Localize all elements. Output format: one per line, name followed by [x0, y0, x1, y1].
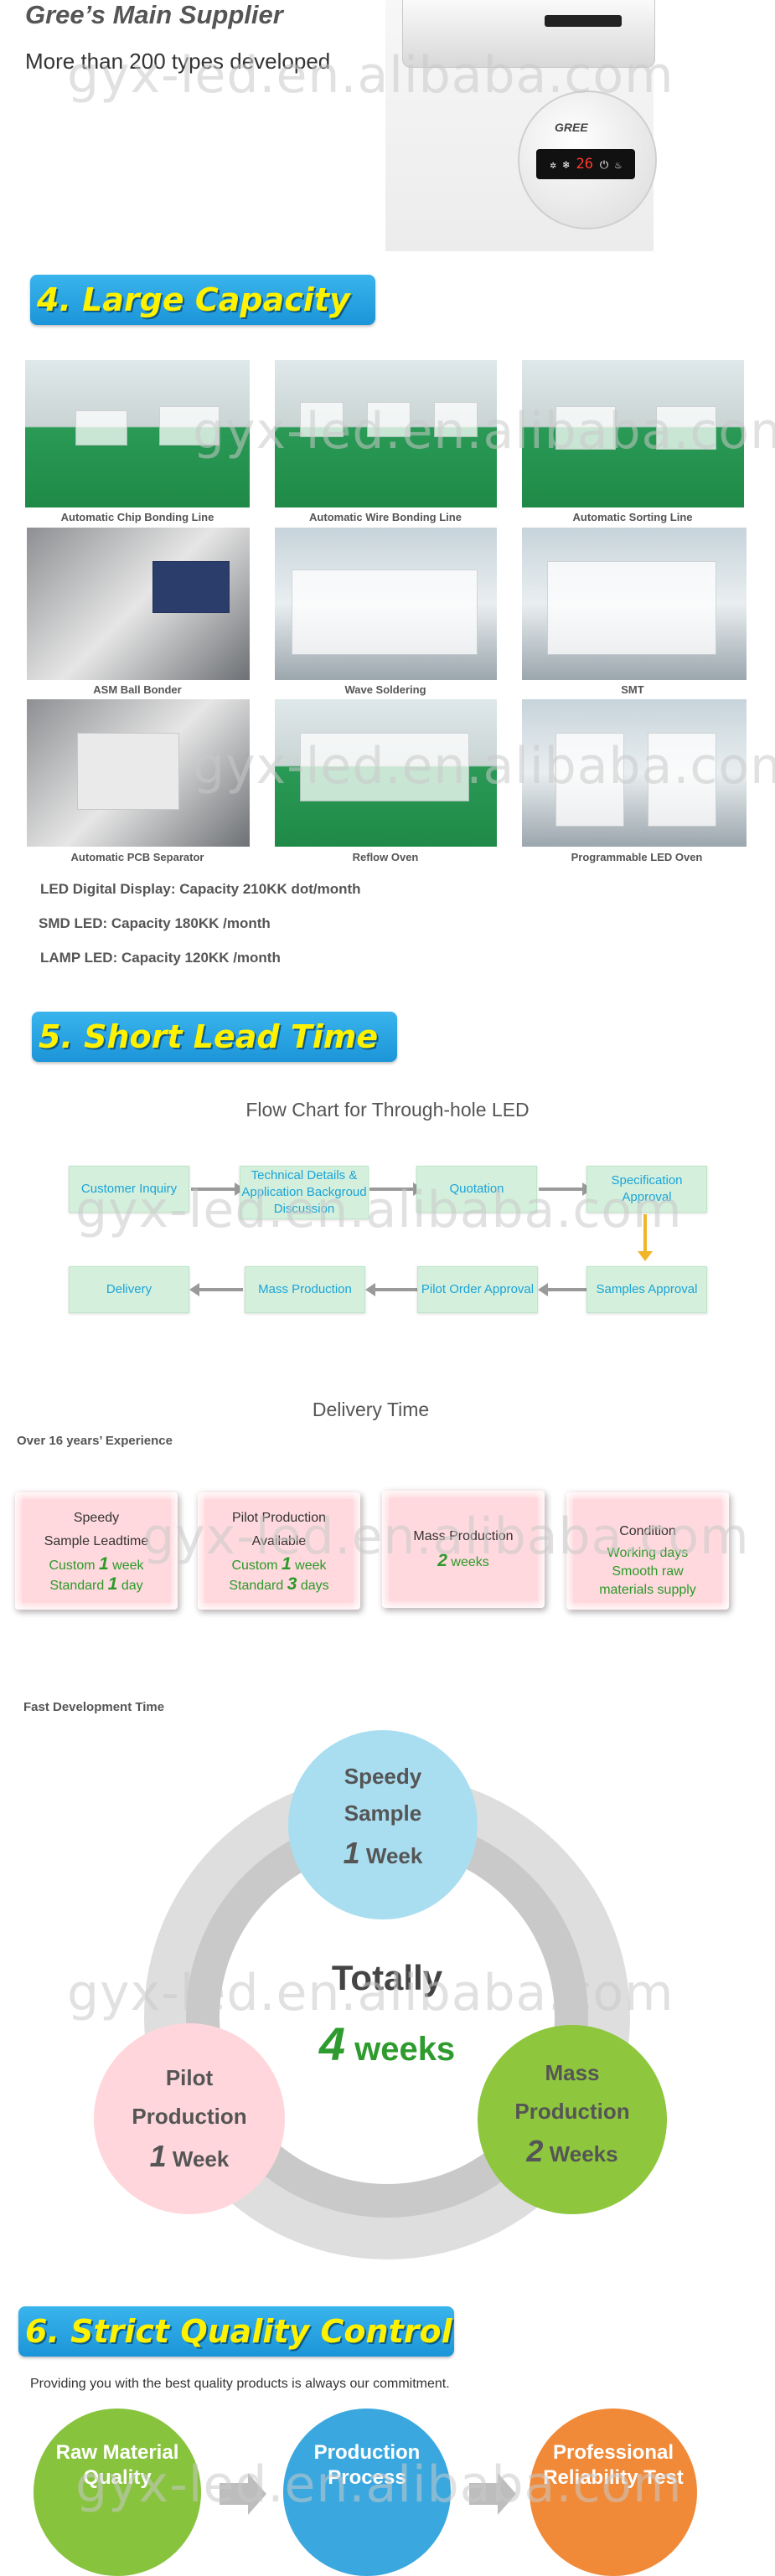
cycle-node-mass-production: Mass Production 2 Weeks — [478, 2025, 667, 2214]
node-label: Sample — [344, 1801, 422, 1826]
flow-step-pilot-order-approval: Pilot Order Approval — [417, 1266, 538, 1313]
ac-digital-display: ✲ ❄ 26 ⏻ ♨ — [536, 149, 635, 179]
photo-wave-soldering — [275, 528, 497, 680]
watermark: gyx-led.en.alibaba.com — [67, 46, 674, 105]
card-line-standard: Standard 3 days — [229, 1574, 329, 1594]
flow-step-mass-production: Mass Production — [245, 1266, 365, 1313]
photo-programmable-led-oven — [522, 699, 747, 847]
photo-wire-bonding-line — [275, 360, 497, 507]
capacity-spec-digital-display: LED Digital Display: Capacity 210KK dot/… — [40, 881, 361, 897]
photo-chip-bonding-line — [25, 360, 250, 507]
photo-sorting-line — [522, 360, 744, 507]
card-line: Sample Leadtime — [44, 1534, 149, 1548]
display-reading: 26 — [576, 156, 594, 173]
photo-caption: SMT — [621, 683, 644, 696]
experience-label: Over 16 years’ Experience — [17, 1434, 173, 1448]
snowflake-icon: ✲ ❄ — [550, 159, 576, 172]
banner-title: 4. Large Capacity — [37, 281, 350, 318]
photo-caption: Programmable LED Oven — [571, 851, 703, 863]
left-arrow-icon — [189, 1283, 243, 1296]
photo-caption: Reflow Oven — [352, 851, 419, 863]
node-label: Pilot — [165, 2065, 214, 2090]
node-label: Speedy — [344, 1764, 422, 1789]
left-arrow-icon — [365, 1283, 419, 1296]
quality-commitment: Providing you with the best quality prod… — [30, 2377, 450, 2391]
left-arrow-icon — [538, 1283, 592, 1296]
card-line: Pilot Production — [231, 1511, 327, 1525]
photo-reflow-oven — [275, 699, 497, 847]
photo-caption: Automatic Chip Bonding Line — [60, 511, 214, 523]
capacity-spec-lamp: LAMP LED: Capacity 120KK /month — [40, 950, 281, 966]
watermark: gyx-led.en.alibaba.com — [193, 402, 775, 461]
watermark: gyx-led.en.alibaba.com — [142, 1507, 750, 1566]
card-line-standard: Standard 1 day — [49, 1574, 143, 1594]
right-arrow-icon — [220, 2473, 266, 2515]
photo-caption: Automatic Sorting Line — [572, 511, 693, 523]
watermark: gyx-led.en.alibaba.com — [67, 1964, 674, 2022]
delivery-card-pilot-production: Pilot Production Available Custom 1 week… — [198, 1492, 360, 1610]
card-line: materials supply — [599, 1583, 696, 1597]
air-conditioner-unit — [402, 0, 655, 68]
gree-logo: GREE — [555, 121, 588, 134]
card-line: Smooth raw — [612, 1564, 684, 1579]
supplier-title: Gree’s Main Supplier — [25, 0, 283, 29]
watermark: gyx-led.en.alibaba.com — [193, 737, 775, 796]
section-banner-lead-time: 5. Short Lead Time — [32, 1012, 397, 1062]
cycle-node-speedy-sample: Speedy Sample 1 Week — [288, 1730, 478, 1919]
right-arrow-icon — [469, 2473, 516, 2515]
fast-development-label: Fast Development Time — [23, 1700, 165, 1714]
power-icon: ⏻ ♨ — [593, 159, 622, 172]
photo-asm-ball-bonder — [27, 528, 250, 680]
photo-pcb-separator — [27, 699, 250, 847]
photo-caption: Wave Soldering — [344, 683, 426, 696]
section-banner-capacity: 4. Large Capacity — [30, 275, 375, 325]
photo-caption: ASM Ball Bonder — [93, 683, 182, 696]
delivery-card-mass-production: Mass Production 2 weeks — [382, 1491, 545, 1608]
banner-title: 6. Strict Quality Control — [25, 2313, 452, 2350]
card-line-custom: Custom 1 week — [49, 1554, 144, 1574]
node-label: Mass — [545, 2060, 600, 2085]
card-line: Available — [251, 1534, 307, 1548]
banner-title: 5. Short Lead Time — [39, 1018, 379, 1055]
delivery-time-title: Delivery Time — [312, 1399, 430, 1420]
delivery-card-speedy-sample: Speedy Sample Leadtime Custom 1 week Sta… — [15, 1492, 178, 1610]
flow-step-samples-approval: Samples Approval — [586, 1266, 707, 1313]
photo-caption: Automatic Wire Bonding Line — [309, 511, 462, 523]
section-banner-quality: 6. Strict Quality Control — [18, 2306, 454, 2357]
ac-display-strip — [545, 15, 622, 27]
card-line: Working days — [607, 1546, 689, 1560]
card-line: Mass Production — [413, 1529, 514, 1543]
node-duration: 2 Weeks — [526, 2134, 618, 2168]
total-weeks: 4 weeks — [318, 2017, 456, 2070]
flow-step-quotation: Quotation — [416, 1166, 537, 1213]
node-duration: 1 Week — [343, 1836, 423, 1870]
cycle-node-pilot-production: Pilot Production 1 Week — [94, 2023, 285, 2214]
flow-chart-title: Flow Chart for Through-hole LED — [245, 1099, 530, 1121]
down-arrow-icon — [638, 1214, 653, 1261]
card-line: Speedy — [73, 1511, 120, 1525]
capacity-spec-smd: SMD LED: Capacity 180KK /month — [39, 915, 271, 931]
node-duration: 1 Week — [149, 2139, 230, 2173]
delivery-card-condition: Condition Working days Smooth raw materi… — [566, 1492, 729, 1610]
photo-smt — [522, 528, 747, 680]
total-label: Totally — [331, 1958, 443, 1997]
watermark: gyx-led.en.alibaba.com — [75, 2455, 683, 2514]
card-line-weeks: 2 weeks — [437, 1551, 489, 1570]
photo-caption: Automatic PCB Separator — [70, 851, 204, 863]
card-line-custom: Custom 1 week — [231, 1554, 327, 1574]
watermark: gyx-led.en.alibaba.com — [75, 1181, 683, 1239]
flow-step-customer-inquiry: Customer Inquiry — [69, 1166, 189, 1213]
card-line: Condition — [619, 1524, 676, 1538]
flow-step-specification-approval: Specification Approval — [586, 1166, 707, 1213]
node-label: Production — [514, 2099, 630, 2124]
node-label: Production — [132, 2104, 247, 2129]
flow-step-technical-details: Technical Details & Application Backgrou… — [240, 1166, 369, 1219]
flow-step-delivery: Delivery — [69, 1266, 189, 1313]
supplier-subtitle: More than 200 types developed — [25, 49, 331, 74]
